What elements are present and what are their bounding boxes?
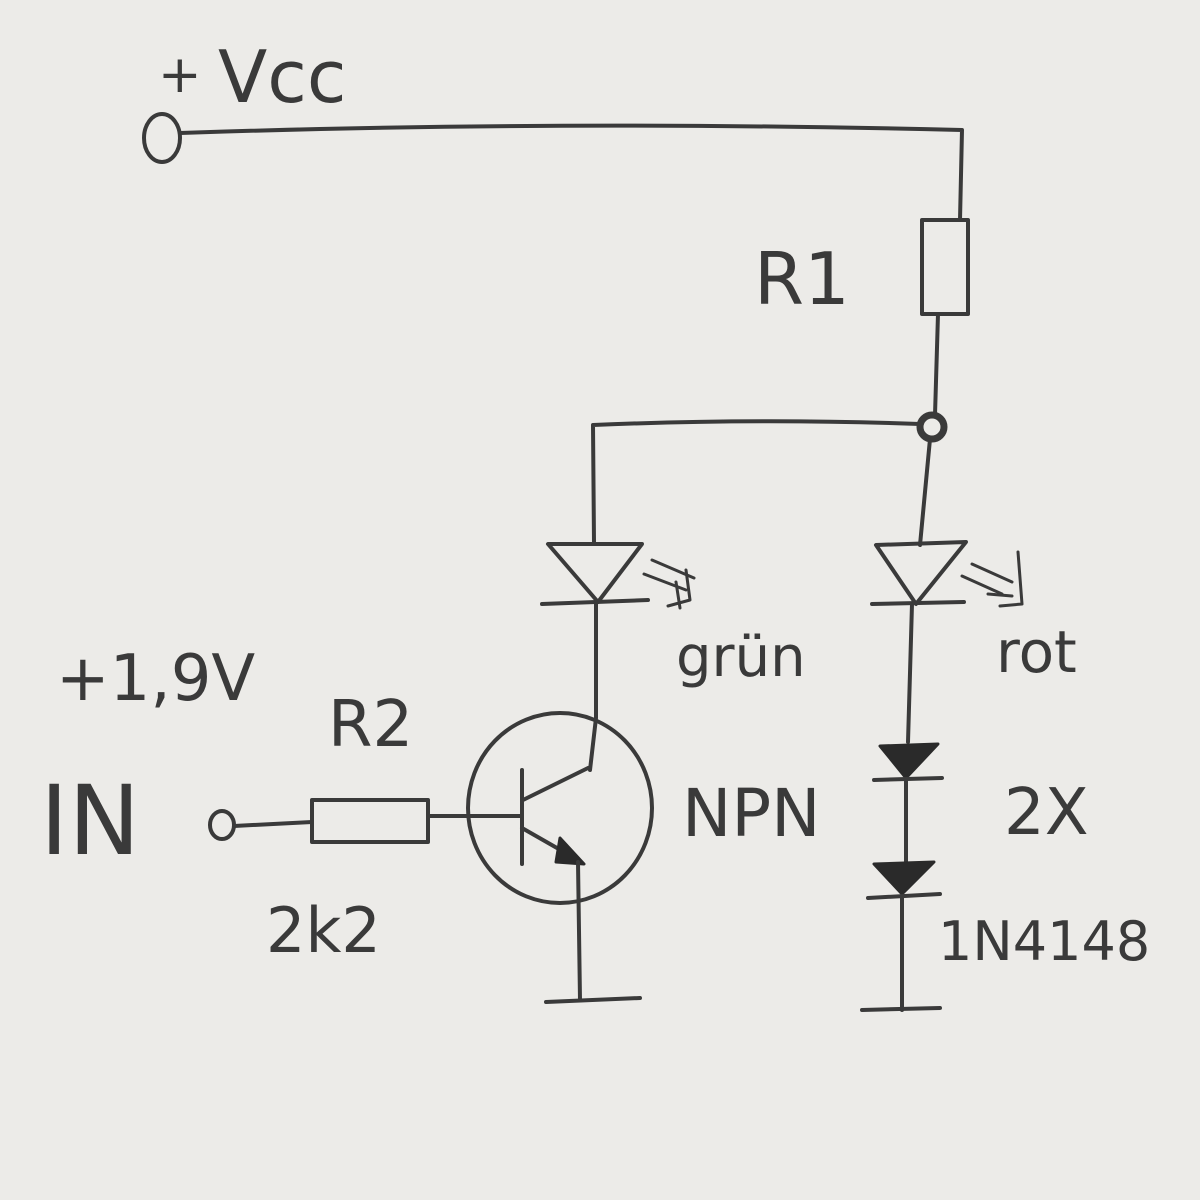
green-led-emission-arrows (642, 558, 696, 610)
npn-emitter-arrow (554, 836, 586, 866)
vcc-terminal (142, 112, 182, 164)
red-led-symbol (874, 540, 968, 606)
green-led-bar (540, 598, 650, 606)
ground-symbol-left (544, 996, 642, 1004)
junction-to-red-led-wire (918, 437, 932, 547)
emitter-to-ground-wire (576, 860, 582, 1002)
input-voltage-label: +1,9V (56, 642, 255, 716)
r2-label: R2 (328, 688, 413, 762)
r1-to-junction-wire (933, 312, 940, 417)
r2-resistor (310, 798, 430, 844)
r1-label: R1 (754, 237, 850, 321)
input-to-r2-wire (232, 820, 314, 828)
green-led-to-collector-wire (588, 602, 598, 772)
junction-node (916, 411, 948, 443)
diode-count-label: 2X (1004, 776, 1089, 850)
red-led-label: rot (996, 618, 1077, 686)
diode-2-bar (866, 892, 942, 900)
diode-type-label: 1N4148 (938, 910, 1150, 973)
diode-1-bar (872, 776, 944, 782)
vcc-label: Vcc (218, 35, 346, 119)
transistor-type-label: NPN (682, 775, 821, 852)
diode-1-symbol (878, 742, 940, 780)
red-led-to-diode-wire (906, 602, 914, 744)
diode-2-symbol (872, 860, 936, 896)
r1-resistor (920, 218, 970, 316)
r2-value-label: 2k2 (266, 894, 381, 967)
vcc-plus-label: + (158, 45, 202, 105)
npn-transistor-circle (466, 711, 654, 905)
ground-symbol-right (860, 1006, 942, 1012)
input-label: IN (40, 765, 140, 877)
green-led-label: grün (676, 625, 806, 690)
green-led-symbol (546, 542, 644, 604)
vcc-rail-wire (178, 123, 964, 222)
npn-collector-lead (521, 766, 590, 802)
red-led-emission-arrows (960, 550, 1024, 608)
input-terminal (208, 809, 236, 841)
red-led-bar (870, 600, 966, 606)
green-branch-wire (591, 419, 922, 545)
